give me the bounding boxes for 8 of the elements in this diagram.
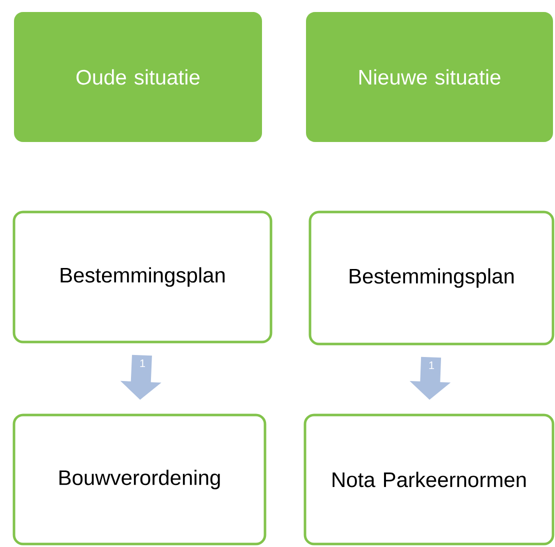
- edge-label: 1: [429, 361, 434, 370]
- document-box: Nota Parkeernormen: [304, 414, 554, 546]
- heading-box: Oude situatie: [14, 12, 262, 142]
- edge-label: 1: [140, 359, 146, 368]
- document-box: Bestemmingsplan: [12, 210, 272, 344]
- document-box: Bouwverordening: [12, 414, 266, 546]
- document-box: Bestemmingsplan: [308, 210, 554, 346]
- heading-box: Nieuwe situatie: [306, 12, 553, 142]
